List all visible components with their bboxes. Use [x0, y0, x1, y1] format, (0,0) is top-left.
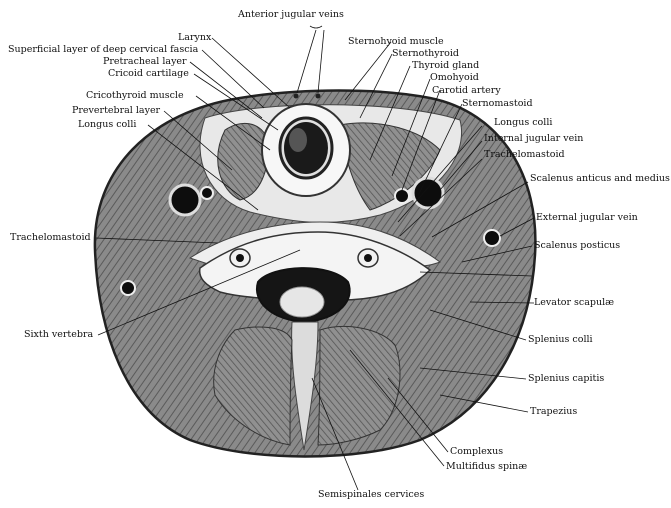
label-complexus: Complexus	[450, 446, 503, 457]
right-carotid-artery	[395, 189, 409, 203]
label-multifidus-spinae: Multifidus spinæ	[446, 461, 527, 472]
label-semispinales-cervices: Semispinales cervices	[318, 489, 424, 500]
label-longus-colli-left: Longus colli	[78, 119, 136, 130]
anterior-jugular-vein-right	[316, 94, 321, 99]
label-sternothyroid: Sternothyroid	[392, 48, 459, 59]
label-internal-jugular-vein: Internal jugular vein	[484, 133, 583, 144]
label-external-jugular-vein: External jugular vein	[536, 212, 638, 223]
label-superficial-layer: Superficial layer of deep cervical fasci…	[8, 44, 198, 55]
label-levator-scapulae: Levator scapulæ	[534, 297, 614, 308]
label-larynx: Larynx	[178, 32, 211, 43]
label-splenius-capitis: Splenius capitis	[528, 373, 604, 384]
label-trachelomastoid-left: Trachelomastoid	[10, 232, 91, 243]
label-trachelomastoid-right: Trachelomastoid	[484, 149, 565, 160]
label-prevertebral-layer: Prevertebral layer	[72, 105, 160, 116]
external-jugular-vein	[484, 230, 500, 246]
label-longus-colli-right: Longus colli	[494, 117, 552, 128]
label-pretracheal-layer: Pretracheal layer	[103, 56, 187, 67]
label-sternohyoid-muscle: Sternohyoid muscle	[348, 36, 444, 47]
label-omohyoid: Omohyoid	[430, 72, 479, 83]
left-carotid-artery	[201, 187, 213, 199]
left-external-jugular	[121, 281, 135, 295]
label-splenius-colli: Splenius colli	[528, 334, 593, 345]
label-trapezius: Trapezius	[530, 406, 577, 417]
label-sixth-vertebra: Sixth vertebra	[24, 329, 93, 340]
larynx-lumen	[284, 122, 328, 174]
label-carotid-artery: Carotid artery	[432, 85, 501, 96]
anterior-jugular-vein-left	[294, 94, 299, 99]
label-anterior-jugular-veins: Anterior jugular veins	[238, 9, 344, 20]
label-scalenus-posticus: Scalenus posticus	[534, 240, 620, 251]
label-sternomastoid: Sternomastoid	[462, 98, 533, 109]
label-scalenus-anticus-medius: Scalenus anticus and medius	[530, 173, 670, 184]
label-thyroid-gland: Thyroid gland	[412, 60, 479, 71]
spinal-cord	[280, 287, 324, 317]
label-cricoid-cartilage: Cricoid cartilage	[108, 68, 189, 79]
left-internal-jugular-vein	[170, 185, 200, 215]
right-internal-jugular-vein	[413, 178, 443, 208]
label-cricothyroid-muscle: Cricothyroid muscle	[86, 90, 184, 101]
